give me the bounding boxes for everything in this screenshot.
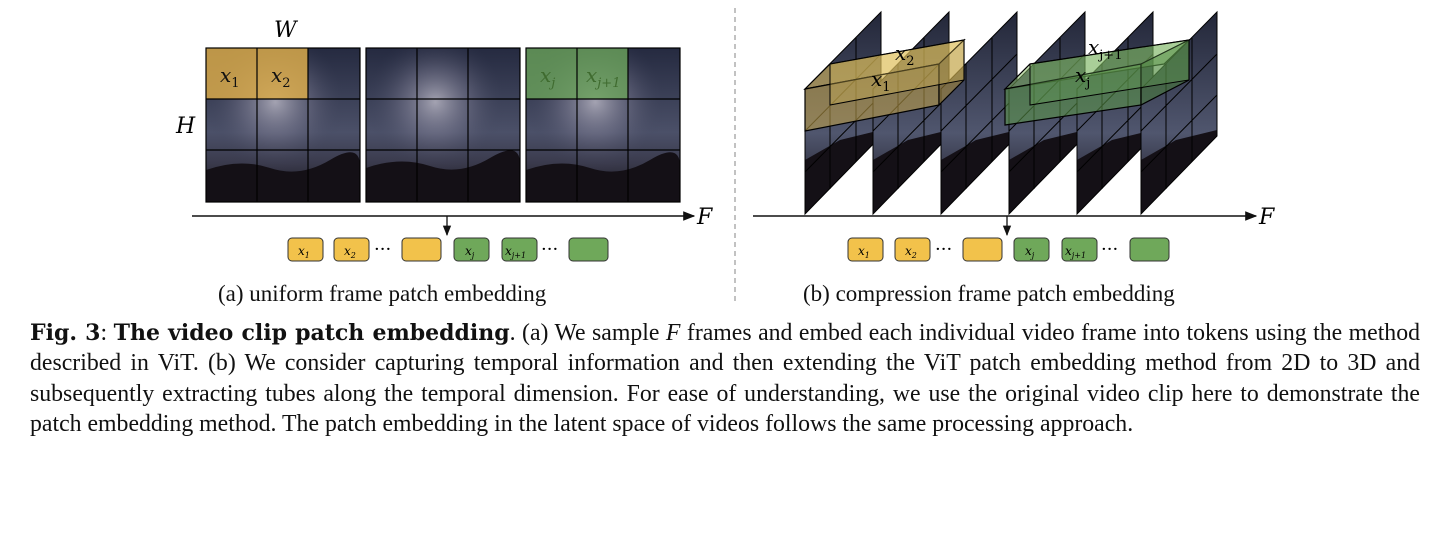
tube-green: xj+1 xj [1003, 35, 1191, 126]
patch-xj [526, 48, 577, 99]
caption-text: . (a) We sample [509, 320, 666, 346]
patch-x1 [206, 48, 257, 99]
token: x2 [333, 237, 370, 262]
token: x2 [894, 237, 931, 262]
token: x1 [847, 237, 884, 262]
svg-text:xj: xj [1075, 63, 1090, 91]
svg-text:xj: xj [465, 244, 475, 260]
figure-label: Fig. 3 [30, 320, 101, 346]
svg-text:x1: x1 [298, 244, 310, 260]
patch-x2 [257, 48, 308, 99]
subcaption-a: (a) uniform frame patch embedding [218, 281, 547, 306]
token [962, 237, 1003, 262]
svg-text:x2: x2 [905, 244, 917, 260]
token: xj [453, 237, 490, 262]
slanted-frame [1140, 10, 1218, 216]
caption-colon: : [100, 320, 114, 346]
panel-a: x1 x2 xj xj+1 [175, 18, 713, 262]
ellipsis: ··· [935, 239, 952, 260]
frame-1: x1 x2 [205, 47, 361, 203]
svg-text:xj+1: xj+1 [1065, 244, 1086, 260]
token: x1 [287, 237, 324, 262]
svg-text:xj+1: xj+1 [586, 63, 620, 91]
frame-3: xj xj+1 [525, 47, 681, 203]
subcaption-b: (b) compression frame patch embedding [803, 281, 1175, 306]
figure-caption: Fig. 3: The video clip patch embedding. … [30, 318, 1420, 439]
svg-text:xj+1: xj+1 [505, 244, 526, 260]
token [401, 237, 442, 262]
slanted-frame [940, 10, 1018, 216]
frame-2 [365, 47, 521, 203]
svg-text:x2: x2 [344, 244, 356, 260]
svg-text:x2: x2 [271, 63, 291, 91]
ellipsis: ··· [374, 239, 391, 260]
label-h: H [175, 114, 196, 139]
token: xj+1 [1061, 237, 1098, 262]
label-f-b: F [1258, 205, 1275, 230]
label-f-a: F [696, 205, 713, 230]
svg-text:x1: x1 [871, 67, 891, 95]
token [1129, 237, 1170, 262]
token: xj+1 [501, 237, 538, 262]
ellipsis: ··· [1101, 239, 1118, 260]
svg-text:x1: x1 [858, 244, 870, 260]
figure-title: The video clip patch embedding [113, 320, 510, 346]
caption-variable: F [665, 320, 681, 346]
ellipsis: ··· [541, 239, 558, 260]
token-row-a: x1 x2 ··· xj xj+1 ··· [287, 237, 609, 262]
svg-text:x1: x1 [220, 63, 240, 91]
svg-text:xj: xj [540, 63, 555, 91]
svg-text:xj+1: xj+1 [1088, 35, 1122, 63]
patch-xj1 [577, 48, 628, 99]
label-w: W [274, 18, 299, 43]
tube-yellow: x2 x1 [803, 38, 966, 132]
token: xj [1013, 237, 1050, 262]
svg-text:x2: x2 [895, 41, 915, 69]
figure-illustration: x1 x2 xj xj+1 [175, 8, 1275, 302]
caption-text-2: frames and embed each individual video f… [30, 320, 1420, 437]
svg-text:xj: xj [1025, 244, 1035, 260]
token [568, 237, 609, 262]
panel-b: x2 x1 xj+1 xj F x1 x2 ··· xj xj+1 ··· [753, 10, 1275, 262]
token-row-b: x1 x2 ··· xj xj+1 ··· [847, 237, 1170, 262]
